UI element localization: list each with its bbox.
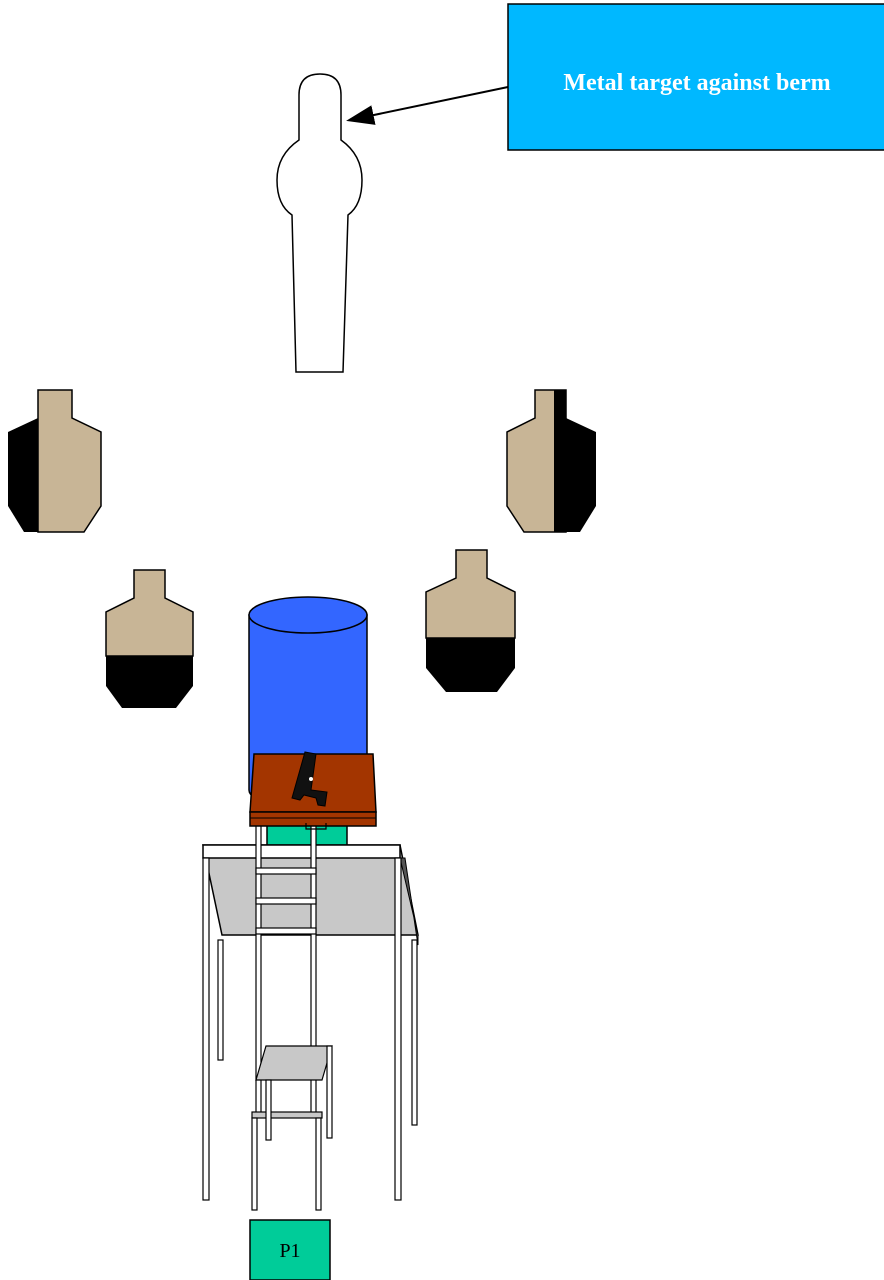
gun-case-icon: [249, 753, 377, 830]
metal-silhouette-icon: [276, 73, 363, 373]
cardboard-target-icon: [8, 389, 102, 533]
callout: Metal target against berm: [507, 3, 884, 151]
position-p1-label: P1: [279, 1240, 300, 1262]
cardboard-target-icon: [105, 569, 194, 708]
callout-arrow: [346, 86, 509, 125]
callout-text: Metal target against berm: [563, 70, 830, 96]
cardboard-target-icon: [425, 549, 516, 692]
chair-icon: [251, 819, 333, 1211]
callout-box: [507, 3, 884, 151]
pistol-icon: [291, 751, 328, 807]
cardboard-target-icon: [506, 389, 596, 533]
position-p1: P1: [249, 1219, 331, 1280]
